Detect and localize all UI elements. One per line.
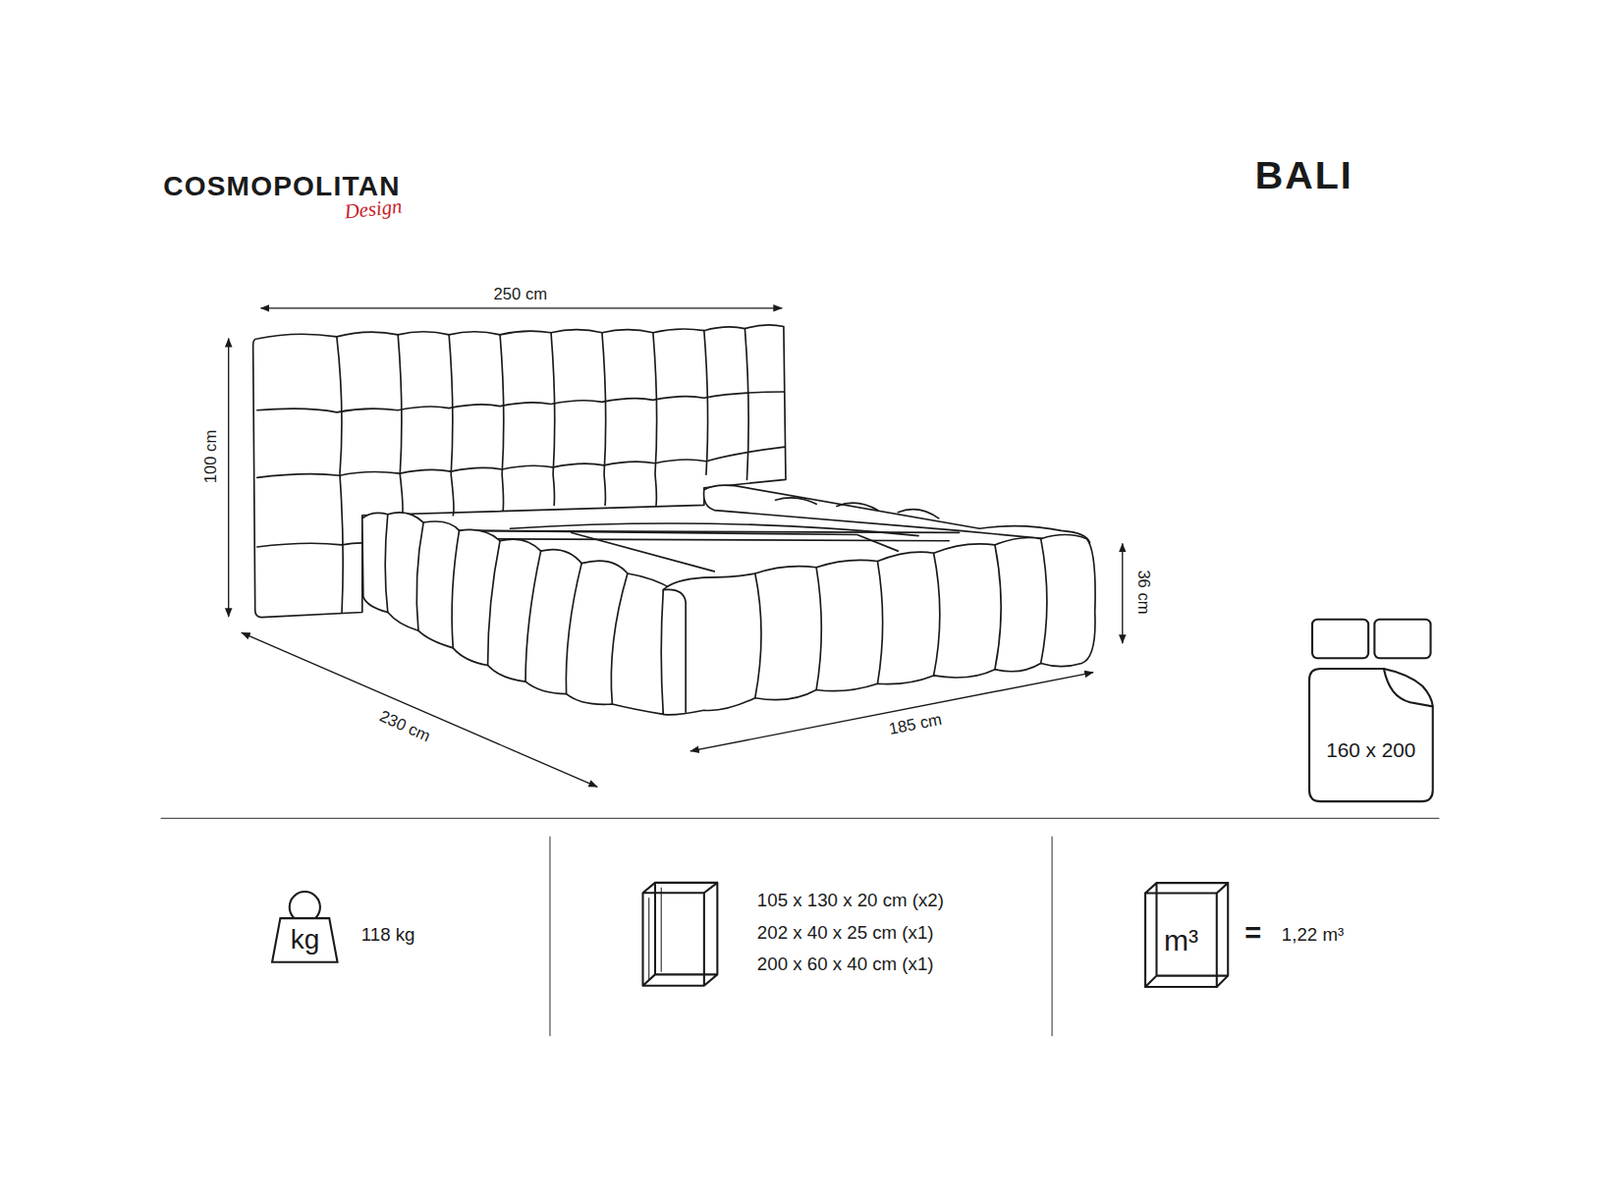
volume-icon: m³ xyxy=(1143,880,1230,990)
product-name: BALI xyxy=(1255,154,1354,197)
package-size: 202 x 40 x 25 cm (x1) xyxy=(757,922,935,943)
dimension-base-height: 36 cm xyxy=(1133,569,1152,614)
dimension-width: 250 cm xyxy=(494,285,548,304)
weight-icon: kg xyxy=(270,889,340,966)
dimension-height: 100 cm xyxy=(202,430,221,484)
package-size: 105 x 130 x 20 cm (x2) xyxy=(757,890,944,912)
duvet-icon-outline xyxy=(1308,667,1435,803)
duvet-icon-text: 160 x 200 xyxy=(1325,739,1416,763)
package-size: 200 x 60 x 40 cm (x1) xyxy=(757,953,935,975)
volume-icon-text: m³ xyxy=(1163,924,1199,957)
dimension-base-width: 185 cm xyxy=(886,710,943,738)
duvet-icon: 160 x 200 xyxy=(1308,667,1435,803)
brand-logo: COSMOPOLITAN xyxy=(163,171,400,203)
dimension-length: 230 cm xyxy=(377,707,434,746)
weight-icon-text: kg xyxy=(290,925,321,956)
volume-value: 1,22 m³ xyxy=(1281,924,1344,945)
equals-sign: = xyxy=(1244,917,1262,949)
weight-value: 118 kg xyxy=(361,924,416,945)
brand-subtitle: Design xyxy=(343,195,404,224)
